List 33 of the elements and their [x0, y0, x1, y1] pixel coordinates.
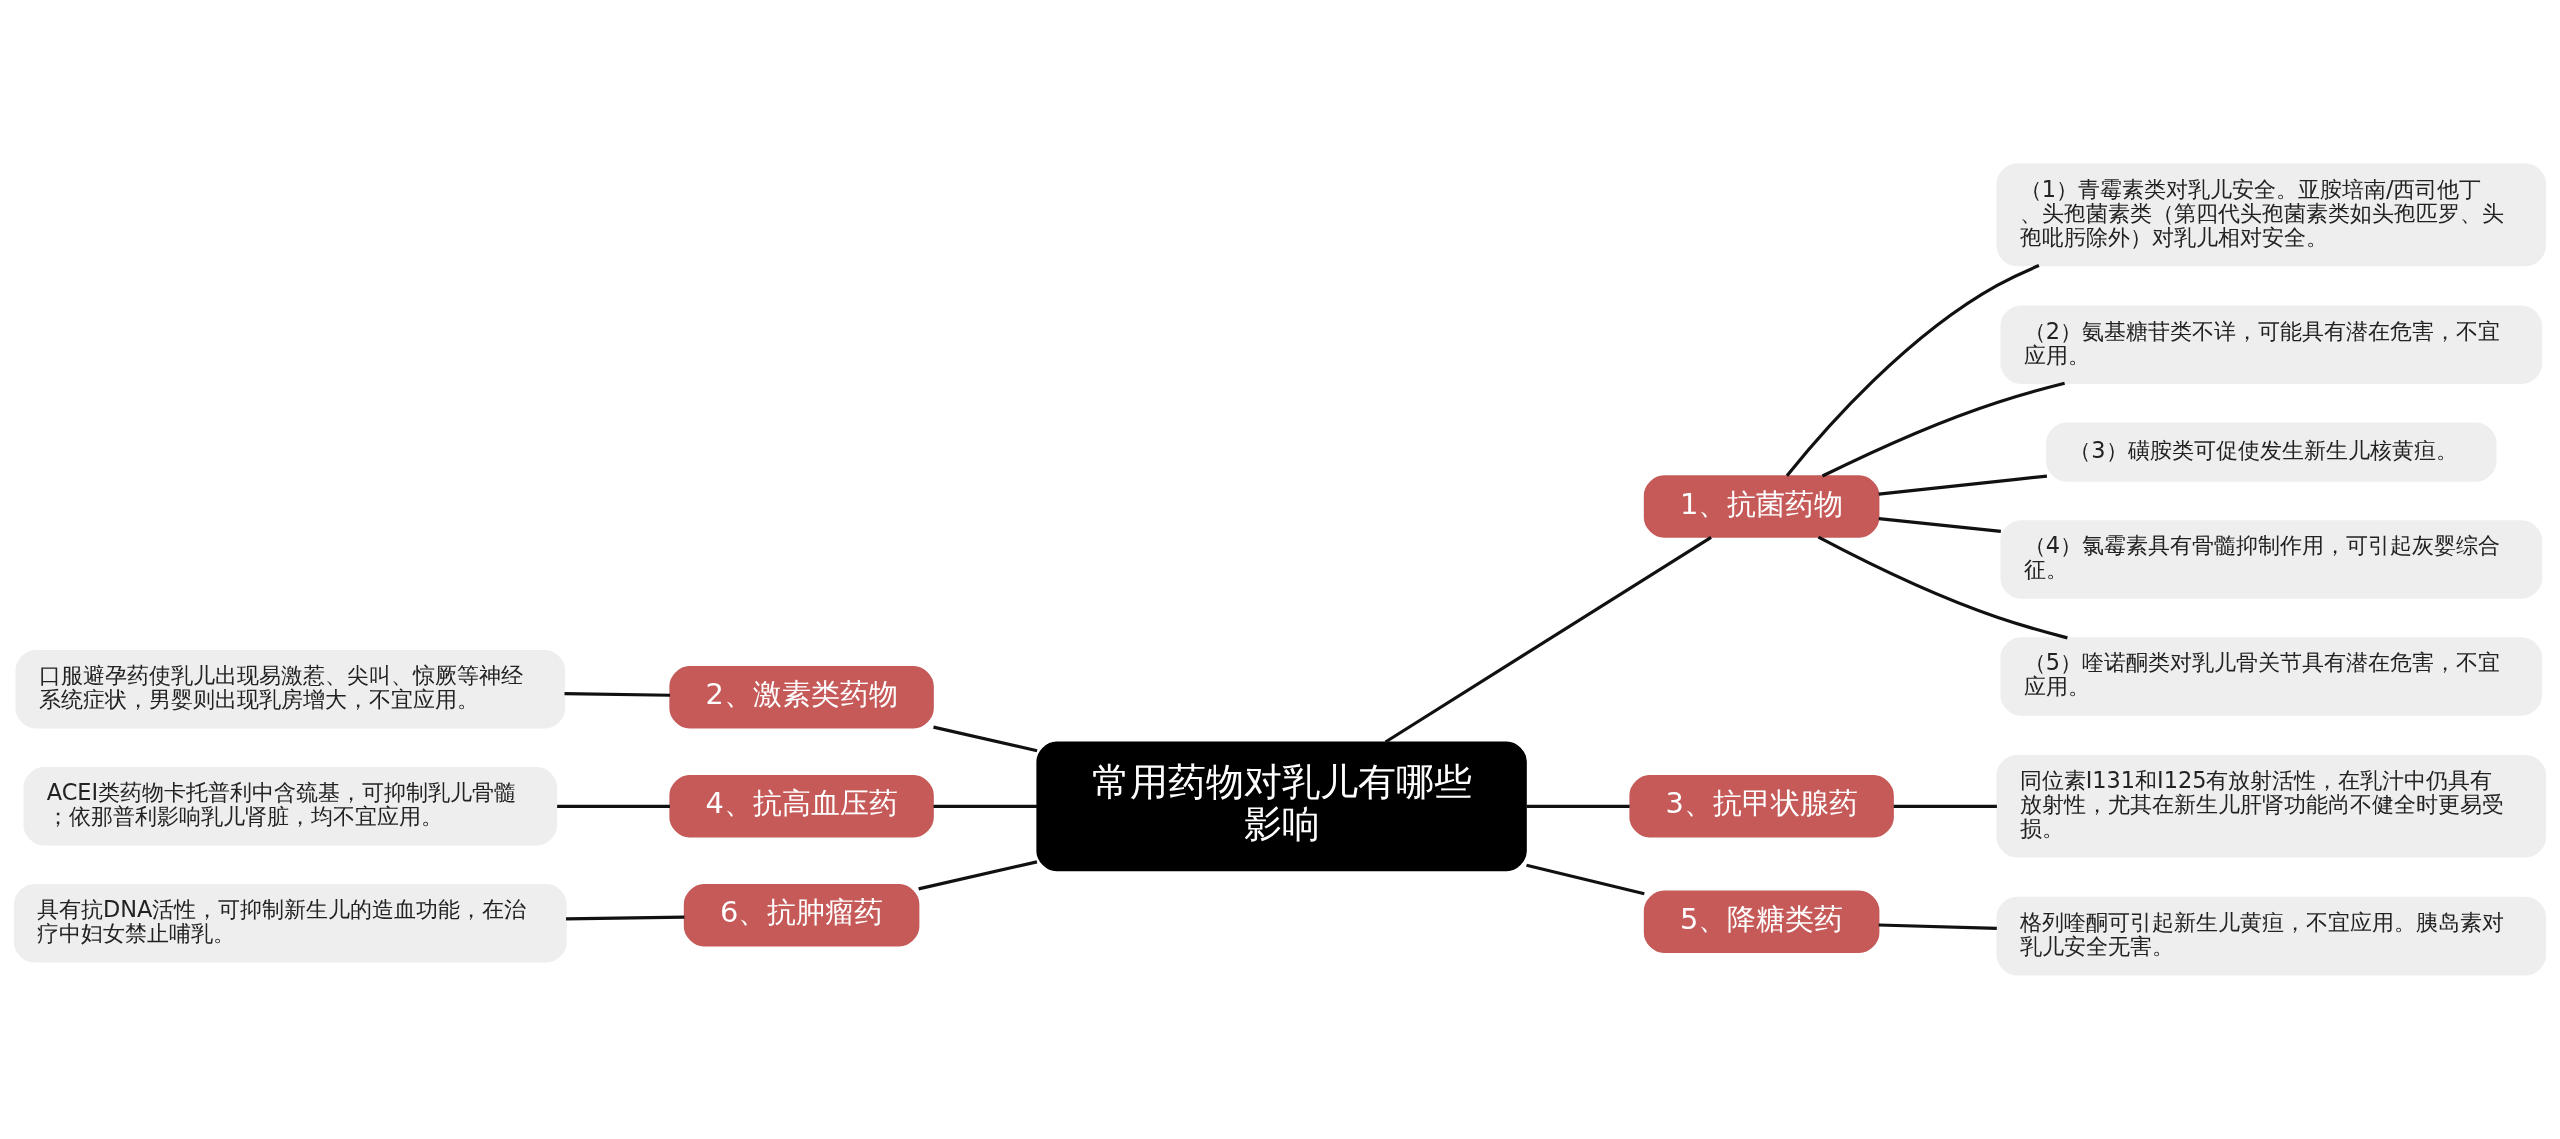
- connector: [1878, 517, 2002, 533]
- connector: [1526, 863, 1645, 896]
- node-box: 6、抗肿瘤药: [683, 884, 920, 947]
- node-box: 格列喹酮可引起新生儿黄疸，不宜应用。胰岛素对乳儿安全无害。: [1996, 896, 2547, 976]
- connector: [1526, 804, 1630, 808]
- node-box: 同位素I131和I125有放射活性，在乳汁中仍具有放射性，尤其在新生儿肝肾功能尚不健全时更易受损。: [1996, 755, 2547, 858]
- connector: [1893, 804, 1997, 808]
- connector: [566, 915, 685, 921]
- node-box: 口服避孕药使乳儿出现易激惹、尖叫、惊厥等神经系统症状，男婴则出现乳房增大，不宜应用。: [15, 650, 566, 729]
- connector: [564, 692, 671, 697]
- connector: [933, 725, 1038, 753]
- node-box: 3、抗甲状腺药: [1629, 775, 1894, 838]
- node-box: （2）氨基糖苷类不详，可能具有潜在危害，不宜应用。: [2000, 305, 2543, 384]
- node-box: 常用药物对乳儿有哪些影响: [1036, 741, 1527, 872]
- node-box: 5、降糖类药: [1643, 890, 1880, 953]
- connector: [918, 860, 1038, 891]
- node-box: （3）磺胺类可促使发生新生儿核黄疸。: [2046, 422, 2497, 482]
- node-box: （5）喹诺酮类对乳儿骨关节具有潜在危害，不宜应用。: [2000, 637, 2543, 716]
- connector: [557, 804, 670, 808]
- node-box: 4、抗高血压药: [669, 775, 934, 838]
- connector: [933, 804, 1038, 808]
- connector: [1821, 381, 2065, 478]
- connector: [1384, 536, 1712, 744]
- node-box: 1、抗菌药物: [1643, 475, 1880, 538]
- node-box: （1）青霉素类对乳儿安全。亚胺培南/西司他丁、头孢菌素类（第四代头孢菌素类如头孢匹罗、头孢吡肟除外）对乳儿相对安全。: [1996, 163, 2547, 267]
- node-box: 2、激素类药物: [669, 666, 934, 729]
- node-box: 具有抗DNA活性，可抑制新生儿的造血功能，在治疗中妇女禁止哺乳。: [13, 884, 567, 963]
- node-box: （4）氯霉素具有骨髓抑制作用，可引起灰婴综合征。: [2000, 520, 2543, 599]
- connector: [1817, 535, 2068, 640]
- connector: [1878, 923, 1997, 930]
- node-box: ACEI类药物卡托普利中含巯基，可抑制乳儿骨髓；依那普利影响乳儿肾脏，均不宜应用。: [23, 767, 558, 846]
- connector: [1878, 474, 2048, 496]
- connector: [1785, 264, 2040, 477]
